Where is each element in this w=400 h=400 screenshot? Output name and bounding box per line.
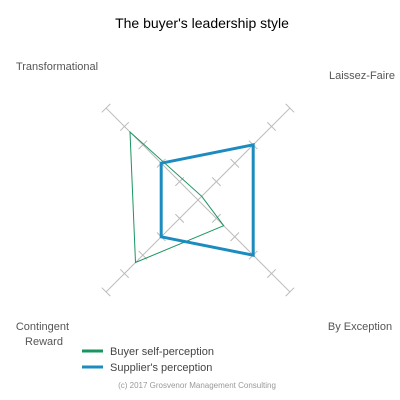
axis-tick-0-5 xyxy=(285,103,295,113)
axis-tick-1-5 xyxy=(285,287,295,297)
axis-line-0 xyxy=(197,107,291,201)
axis-label-by-exception: By Exception xyxy=(328,321,392,333)
series-polygon-supplier xyxy=(159,142,255,258)
axis-tick-1-4 xyxy=(266,268,277,279)
legend-label-supplier: Supplier's perception xyxy=(110,362,212,374)
axis-tick-1-1 xyxy=(211,213,221,223)
axis-tick-2-5 xyxy=(101,287,111,297)
copyright-credit: (c) 2017 Grosvenor Management Consulting xyxy=(118,381,276,390)
legend-label-buyer: Buyer self-perception xyxy=(110,346,214,358)
axis-line-1 xyxy=(197,199,291,293)
axis-tick-0-4 xyxy=(266,121,277,132)
axis-label-contingent-line1: Contingent xyxy=(16,321,69,333)
radar-grid xyxy=(101,103,295,297)
axis-label-contingent-line2: Reward xyxy=(25,336,63,348)
axis-line-2 xyxy=(105,199,199,293)
series-polygon-buyer xyxy=(129,130,225,264)
axis-tick-1-2 xyxy=(230,232,240,242)
axis-label-contingent-reward: Contingent Reward xyxy=(16,321,72,348)
axis-label-laissez-faire: Laissez-Faire xyxy=(329,70,395,82)
axis-line-3 xyxy=(105,107,199,201)
axis-tick-3-3 xyxy=(138,140,148,150)
axis-tick-0-1 xyxy=(211,177,221,187)
legend: Buyer self-perception Supplier's percept… xyxy=(82,346,214,374)
axis-label-transformational: Transformational xyxy=(16,61,98,73)
axis-tick-0-2 xyxy=(230,158,240,168)
axis-tick-2-1 xyxy=(175,213,185,223)
radar-series xyxy=(129,130,255,264)
axis-tick-2-4 xyxy=(119,268,130,279)
chart-title: The buyer's leadership style xyxy=(115,15,289,31)
axis-tick-3-4 xyxy=(119,121,130,132)
axis-tick-3-5 xyxy=(101,103,111,113)
